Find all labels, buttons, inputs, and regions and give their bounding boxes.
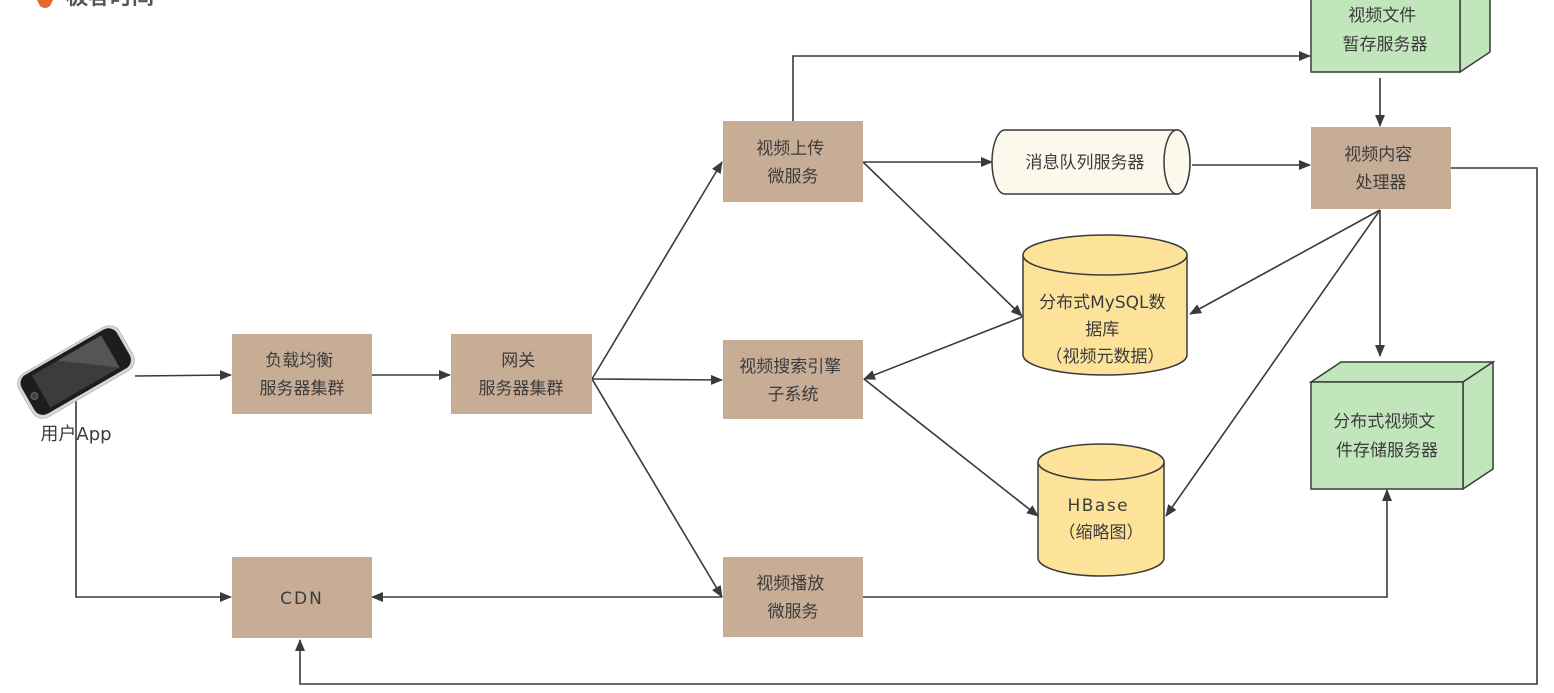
temp-storage-line-2: 暂存服务器 <box>1343 35 1428 55</box>
mysql-node[interactable]: 分布式MySQL数 据库 （视频元数据） <box>1022 234 1188 376</box>
gateway-line-1: 网关 <box>501 351 535 371</box>
svg-text:视频播放 微服务: 视频播放 微服务 <box>756 574 829 622</box>
logo-icon <box>37 0 53 8</box>
smartphone-icon <box>17 325 135 419</box>
cdn-node[interactable]: CDN <box>232 557 372 638</box>
mysql-line-1: 分布式MySQL数 <box>1039 293 1165 313</box>
edge-search-to-hbase <box>863 378 1039 517</box>
edge-play-to-dist-storage <box>863 489 1392 598</box>
content-processor-line-1: 视频内容 <box>1344 145 1412 165</box>
hbase-line-2: （缩略图） <box>1059 523 1144 543</box>
load-balancer-line-2: 服务器集群 <box>260 379 345 399</box>
search-engine-line-2: 子系统 <box>768 385 819 405</box>
edge-user-app-to-load-balancer <box>134 370 232 381</box>
edge-user-app-to-cdn <box>75 400 232 602</box>
upload-service-node[interactable]: 视频上传 微服务 <box>723 121 863 202</box>
edge-upload-to-temp-storage <box>792 51 1311 121</box>
svg-text:视频搜索引擎 子系统: 视频搜索引擎 子系统 <box>739 357 846 405</box>
svg-text:分布式视频文 件存储服务器: 分布式视频文 件存储服务器 <box>1333 412 1440 461</box>
temp-storage-node[interactable]: 视频文件 暂存服务器 <box>1310 0 1491 74</box>
edge-mysql-to-search <box>863 316 1023 380</box>
distributed-storage-line-2: 件存储服务器 <box>1336 441 1438 461</box>
play-service-node[interactable]: 视频播放 微服务 <box>723 557 863 637</box>
edges <box>75 51 1538 685</box>
edge-processor-to-mysql <box>1189 209 1381 315</box>
hbase-line-1: HBase <box>1067 496 1129 516</box>
edge-gateway-to-search <box>591 374 723 385</box>
mysql-line-2: 据库 <box>1085 320 1119 340</box>
svg-text:视频文件 暂存服务器: 视频文件 暂存服务器 <box>1343 6 1428 55</box>
content-processor-line-2: 处理器 <box>1356 173 1407 193</box>
cdn-label: CDN <box>280 589 324 609</box>
user-app-label: 用户App <box>40 424 111 445</box>
mysql-line-3: （视频元数据） <box>1046 347 1165 367</box>
edge-processor-to-cdn <box>295 167 1538 685</box>
distributed-storage-line-1: 分布式视频文 <box>1333 412 1435 432</box>
svg-text:分布式MySQL数 据库 （视频元数: 分布式MySQL数 据库 （视频元数据） <box>1039 293 1171 367</box>
logo: 极客时间 <box>37 0 154 10</box>
svg-text:负载均衡 服务器集群: 负载均衡 服务器集群 <box>260 351 345 399</box>
load-balancer-line-1: 负载均衡 <box>265 351 333 371</box>
edge-gateway-to-upload <box>591 161 723 380</box>
edge-processor-to-hbase <box>1165 209 1381 517</box>
svg-text:消息队列服务器: 消息队列服务器 <box>1026 153 1145 173</box>
gateway-line-2: 服务器集群 <box>479 379 564 399</box>
search-engine-node[interactable]: 视频搜索引擎 子系统 <box>723 340 863 419</box>
upload-service-line-1: 视频上传 <box>756 139 824 159</box>
play-service-line-1: 视频播放 <box>756 574 824 594</box>
message-queue-node[interactable]: 消息队列服务器 <box>991 129 1191 195</box>
hbase-node[interactable]: HBase （缩略图） <box>1037 443 1165 577</box>
temp-storage-line-1: 视频文件 <box>1348 6 1416 26</box>
search-engine-line-1: 视频搜索引擎 <box>739 357 841 377</box>
svg-text:HBase （缩略图）: HBase （缩略图） <box>1059 496 1144 543</box>
svg-text:网关 服务器集群: 网关 服务器集群 <box>479 351 564 399</box>
load-balancer-node[interactable]: 负载均衡 服务器集群 <box>232 334 372 414</box>
distributed-storage-node[interactable]: 分布式视频文 件存储服务器 <box>1308 360 1496 491</box>
upload-service-line-2: 微服务 <box>768 167 819 187</box>
svg-text:CDN: CDN <box>280 589 324 609</box>
edge-upload-to-mysql <box>862 161 1023 317</box>
logo-text: 极客时间 <box>66 0 154 10</box>
gateway-node[interactable]: 网关 服务器集群 <box>451 334 592 414</box>
svg-text:视频上传 微服务: 视频上传 微服务 <box>756 139 829 187</box>
user-app-node[interactable]: 用户App <box>13 321 138 445</box>
message-queue-label: 消息队列服务器 <box>1026 153 1145 173</box>
edge-gateway-to-play <box>591 378 723 598</box>
play-service-line-2: 微服务 <box>768 602 819 622</box>
svg-text:视频内容 处理器: 视频内容 处理器 <box>1344 145 1417 193</box>
content-processor-node[interactable]: 视频内容 处理器 <box>1311 127 1451 209</box>
